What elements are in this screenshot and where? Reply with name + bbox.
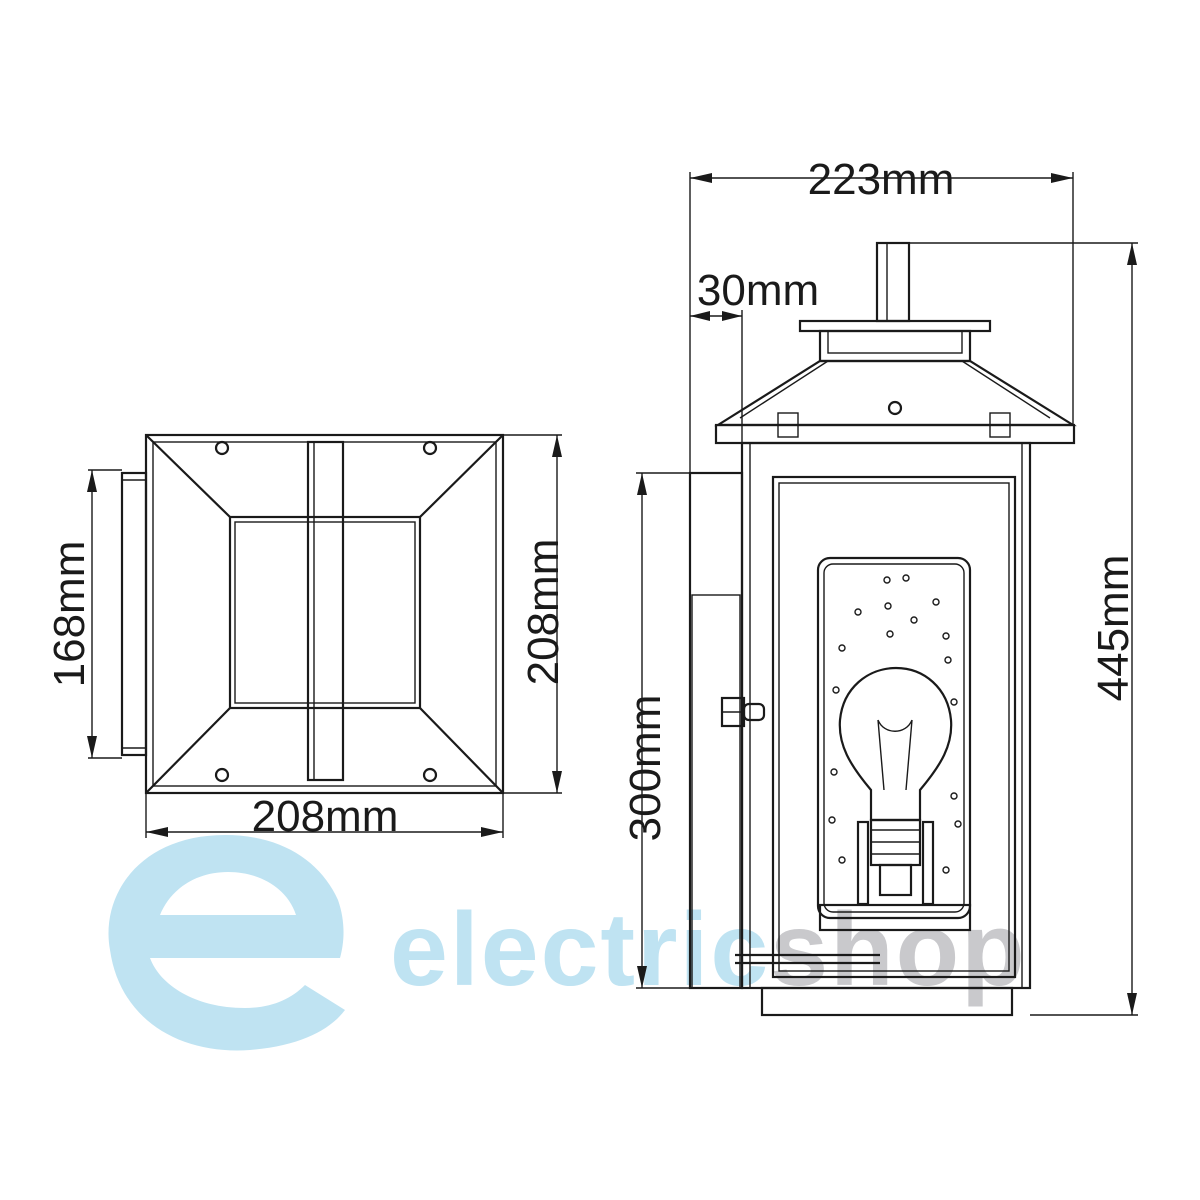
front-backplate <box>120 471 148 757</box>
side-lamp-holder <box>818 903 972 932</box>
light-bulb-icon <box>838 666 953 906</box>
watermark: electricshop <box>108 835 1027 1051</box>
dimension-223: 223mm <box>689 155 1074 473</box>
watermark-part1: electric <box>390 892 770 1008</box>
screw-icon <box>214 440 438 783</box>
letter-e-logo-icon <box>108 835 345 1051</box>
glass-seed-dots <box>828 574 962 874</box>
dim-label-front-height: 208mm <box>519 539 568 686</box>
nut-icon <box>720 696 766 728</box>
dimension-30: 30mm <box>690 266 819 443</box>
dimension-208-vertical: 208mm <box>503 434 568 794</box>
front-outer-frame <box>144 433 505 795</box>
side-top-cap <box>798 319 992 333</box>
dim-label-total-depth: 223mm <box>808 155 955 204</box>
side-panel <box>771 475 1017 979</box>
side-eave <box>714 423 1076 445</box>
dimension-208-horizontal: 208mm <box>145 792 504 841</box>
dim-label-backplate-length: 300mm <box>621 695 670 842</box>
front-inner-recess <box>228 515 422 710</box>
dimension-300: 300mm <box>621 472 690 989</box>
watermark-part2: shop <box>770 892 1026 1008</box>
dim-label-backplate-height: 168mm <box>45 541 94 688</box>
front-mount-bar <box>306 440 345 782</box>
dim-label-total-height: 445mm <box>1089 555 1138 702</box>
watermark-text: electricshop <box>390 892 1027 1008</box>
dim-label-wall-offset: 30mm <box>697 266 819 315</box>
side-top-tube <box>875 241 911 323</box>
dim-label-front-width: 208mm <box>252 792 399 841</box>
side-base <box>760 986 1014 1017</box>
side-roof <box>714 359 1077 427</box>
front-view <box>120 433 505 795</box>
side-view <box>688 241 1077 1017</box>
dimension-445: 445mm <box>909 242 1138 1016</box>
side-glass <box>816 556 972 920</box>
dimension-168: 168mm <box>45 469 122 759</box>
